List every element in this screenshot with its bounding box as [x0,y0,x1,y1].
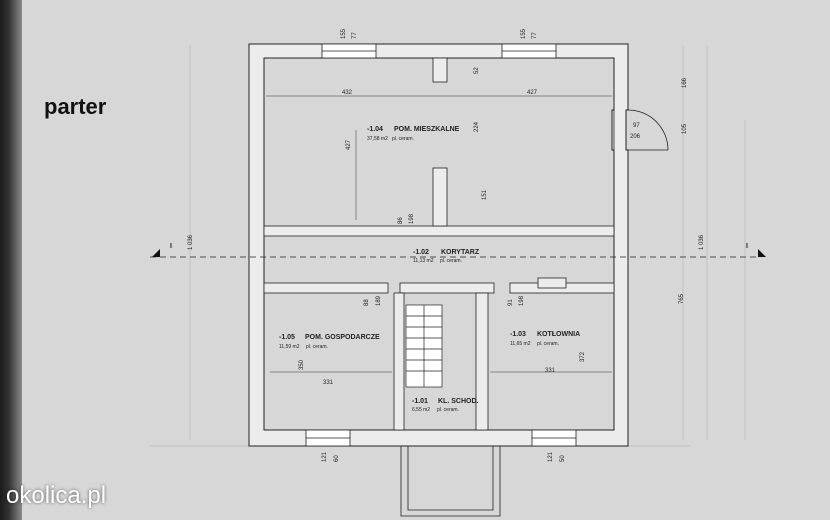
room-105-num: -1.05 [279,334,295,341]
watermark-logo: okolica.pl [6,482,107,509]
dim-765: 765 [679,293,685,304]
dim-91: 91 [508,299,514,306]
dim-88: 88 [364,299,370,306]
room-105-name: POM. GOSPODARCZE [305,334,380,341]
room-102-floor: pl. ceram. [440,258,462,264]
section-mark-left: I [170,243,172,250]
room-101-name: KL. SCHOD. [438,398,479,405]
dim-432: 432 [342,90,353,96]
room-101-floor: pl. ceram. [437,407,459,413]
dim-350: 350 [299,359,305,370]
room-103-floor: pl. ceram. [537,341,559,347]
dim-121-b: 121 [548,451,554,462]
dim-52: 52 [474,67,480,74]
room-104-num: -1.04 [367,126,383,133]
floor-label: parter [44,94,107,119]
dim-198-b: 198 [519,295,525,306]
dim-60-a: 60 [334,455,340,462]
dim-121-a: 121 [322,451,328,462]
dim-427-h: 427 [346,139,352,150]
scan-edge-strip [0,0,22,520]
dim-198: 198 [409,213,415,224]
svg-text:-1.04: -1.04 [367,126,383,133]
dim-331-b: 331 [545,368,556,374]
dim-166: 166 [682,77,688,88]
room-101-area: 6,55 m2 [412,407,430,413]
dim-86: 86 [398,217,404,224]
entrance-door [613,109,669,151]
room-102-area: 11,13 m2 [413,258,434,264]
dim-top-77-a: 77 [352,32,358,39]
dim-1036-left: 1 036 [188,234,194,250]
section-arrow-right [758,249,766,257]
room-104-name: POM. MIESZKALNE [394,126,460,133]
room-105-floor: pl. ceram. [306,344,328,350]
room-104-floor: pl. ceram. [392,136,414,142]
dim-97: 97 [633,123,640,129]
dim-331-a: 331 [323,380,334,386]
room-103-area: 11,65 m2 [510,341,531,347]
room-102-num: -1.02 [413,249,429,256]
porch [400,446,501,517]
dim-189: 189 [376,295,382,306]
room-103-name: KOTŁOWNIA [537,331,580,338]
dim-top-155-b: 155 [521,28,527,39]
room-101-num: -1.01 [412,398,428,405]
bottom-windows [305,429,577,447]
room-102-name: KORYTARZ [441,249,480,256]
dim-top-77-b: 77 [532,32,538,39]
dim-50-b: 50 [560,455,566,462]
top-windows [321,43,557,59]
dim-427-w: 427 [527,90,538,96]
outer-walls [248,43,629,447]
dim-206: 206 [630,134,641,140]
dim-105: 105 [682,123,688,134]
room-103-num: -1.03 [510,331,526,338]
section-mark-right: I [746,243,748,250]
dim-top-155-a: 155 [341,28,347,39]
dim-1036-right: 1 036 [699,234,705,250]
section-arrow-left [152,249,160,257]
staircase [405,304,443,388]
dim-224: 224 [474,121,480,132]
dim-372: 372 [580,351,586,362]
room-104-area: 37,58 m2 [367,136,388,142]
dim-151: 151 [482,189,488,200]
room-105-area: 11,59 m2 [279,344,300,350]
interior-walls [263,57,615,431]
